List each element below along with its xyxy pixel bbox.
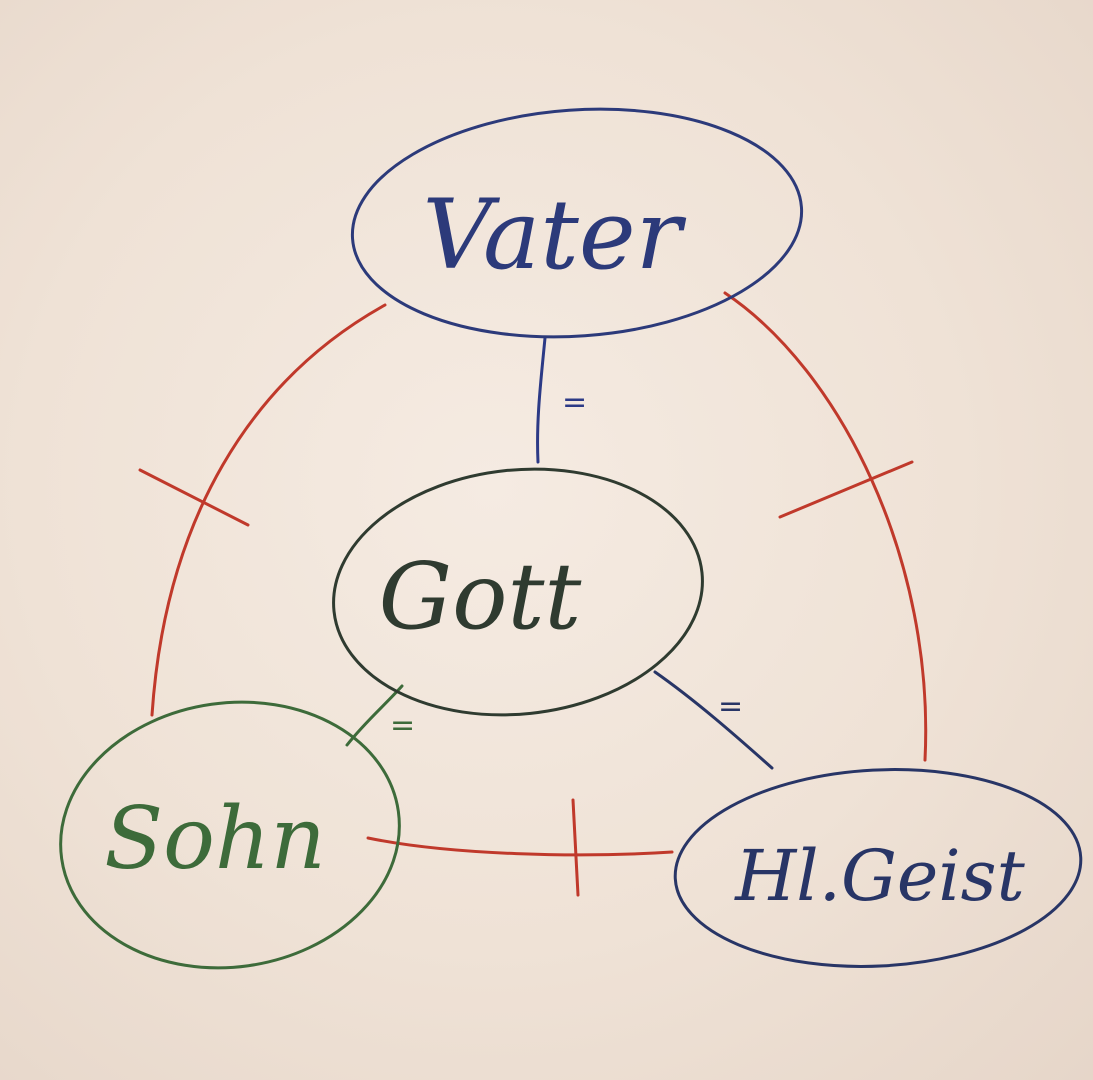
edge-geist-gott-label: = [718,689,743,724]
edge-vater-sohn-tick [138,468,250,527]
edge-sohn-gott-label: = [390,708,415,743]
node-sohn: Sohn [59,700,401,970]
node-vater: Vater [350,107,804,339]
edge-vater-sohn [150,303,387,717]
edge-vater-geist-tick [778,460,914,519]
node-geist-label: Hl.Geist [733,835,1025,917]
node-geist: Hl.Geist [673,768,1083,968]
edge-sohn-geist [366,836,674,857]
edge-vater-geist [723,291,928,762]
node-gott: Gott [332,467,704,717]
node-gott-label: Gott [379,543,583,650]
node-vater-label: Vater [422,179,686,291]
edge-sohn-geist-tick [571,798,580,897]
edge-vater-gott-label: = [562,385,587,420]
edge-vater-gott [536,336,547,464]
edge-geist-gott [653,670,774,770]
node-sohn-label: Sohn [104,789,325,889]
